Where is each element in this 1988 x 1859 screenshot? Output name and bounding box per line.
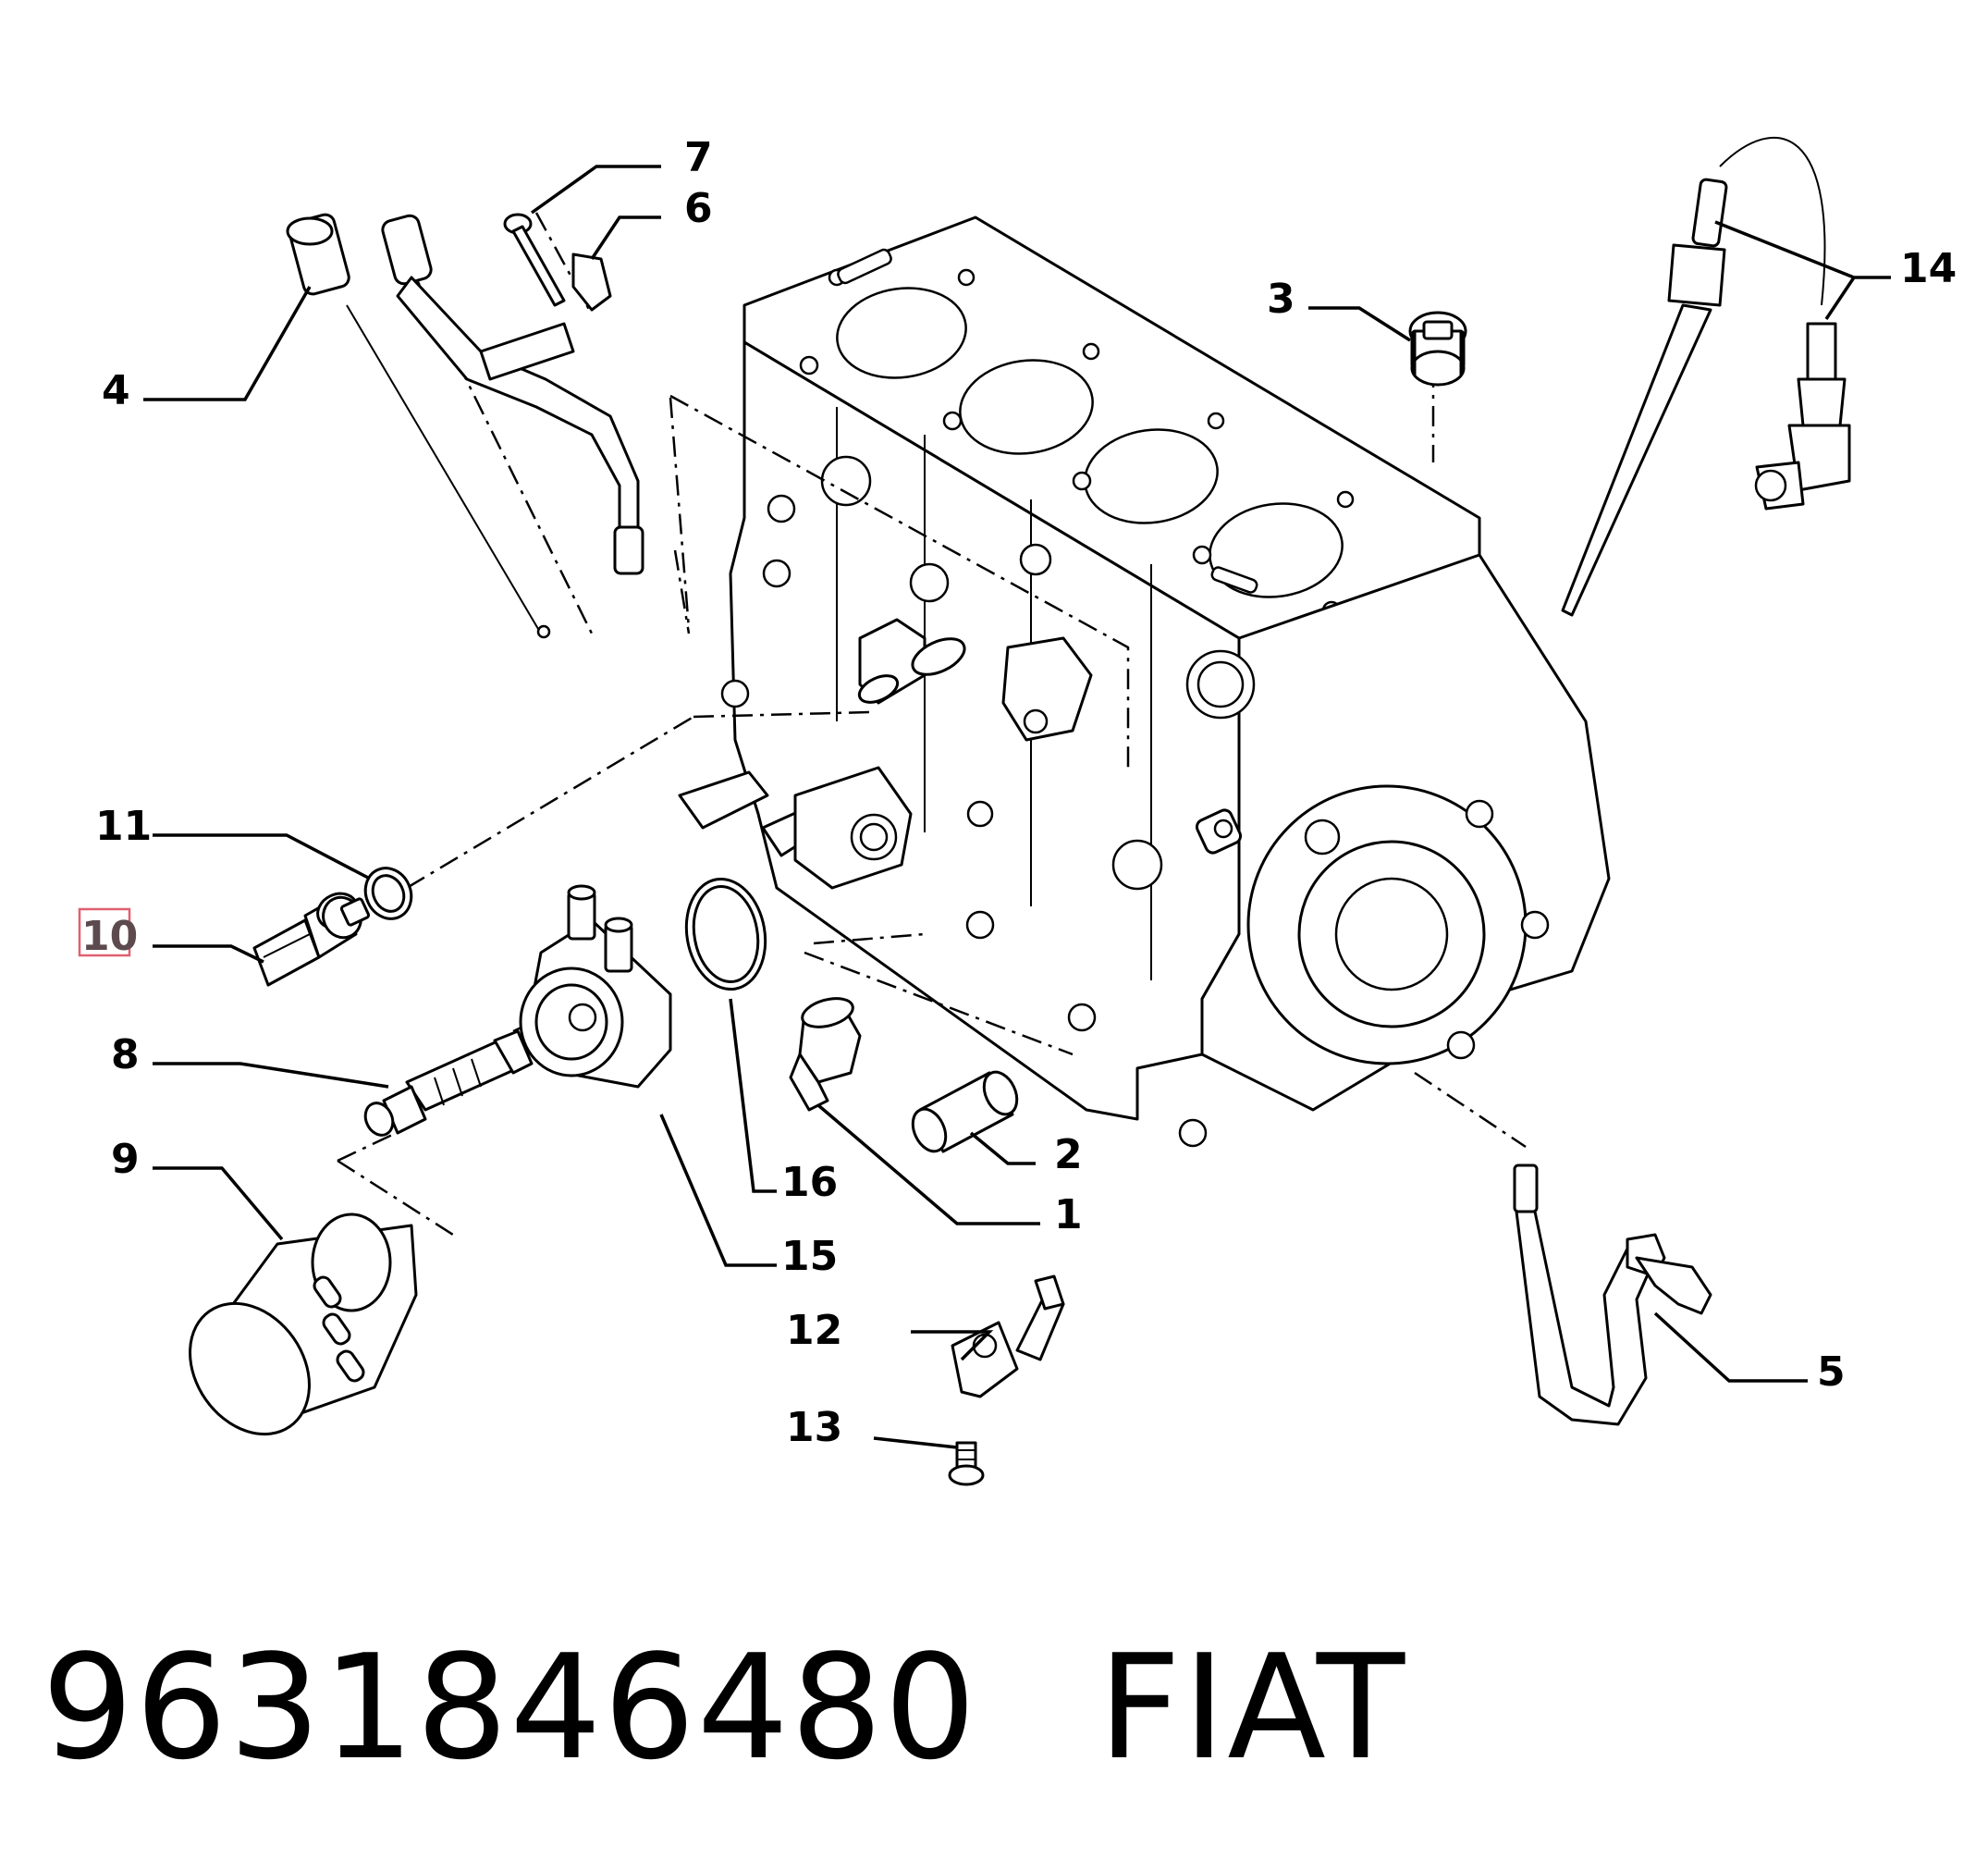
callout-10-highlight-box: [78, 907, 131, 957]
callout-1: 1: [1054, 1191, 1083, 1238]
part-10-pressure-switch: [252, 892, 371, 987]
callout-labels: 7 6 4 3 14 11 10 8 9 16 15 2 1 12 13 5: [78, 134, 1957, 1451]
part-7-bolt: [503, 213, 612, 312]
assembly-lines: [337, 212, 1527, 1237]
callout-14: 14: [1900, 245, 1957, 292]
part-16-gasket: [684, 877, 767, 991]
callout-16: 16: [781, 1159, 838, 1206]
callout-3: 3: [1267, 276, 1295, 323]
callout-8: 8: [111, 1031, 140, 1078]
part-6-tube: [381, 214, 644, 575]
callout-12: 12: [786, 1307, 842, 1354]
part-13-screw: [948, 1441, 985, 1486]
part-4-dipstick-guide: [286, 213, 551, 639]
leader-lines: [143, 165, 1891, 1449]
part-11-o-ring: [363, 867, 413, 920]
part-2-sleeve: [911, 1070, 1019, 1153]
callout-4: 4: [102, 367, 130, 414]
part-9-oil-filter: [189, 1213, 418, 1436]
part-number-caption: 9631846480 FIAT: [42, 1623, 1406, 1791]
callout-6: 6: [684, 185, 713, 232]
part-5-suction-pipe: [1513, 1163, 1712, 1426]
part-3-plug: [1408, 311, 1467, 387]
brand-name: FIAT: [1098, 1623, 1407, 1791]
callout-2: 2: [1054, 1131, 1083, 1178]
part-number: 9631846480: [42, 1623, 978, 1791]
callout-11: 11: [95, 803, 152, 850]
part-14-dipstick: [1561, 136, 1851, 617]
part-15-oil-cooler: [519, 884, 672, 1089]
engine-block: [678, 215, 1611, 1148]
part-12-bracket: [951, 1274, 1065, 1398]
callout-9: 9: [111, 1136, 140, 1183]
callout-10: 10: [81, 913, 138, 960]
callout-13: 13: [786, 1404, 842, 1451]
callout-7: 7: [684, 134, 713, 181]
part-8-union: [363, 1029, 565, 1137]
callout-5: 5: [1817, 1348, 1846, 1396]
part-1-nozzle: [789, 997, 862, 1112]
callout-15: 15: [781, 1233, 838, 1280]
